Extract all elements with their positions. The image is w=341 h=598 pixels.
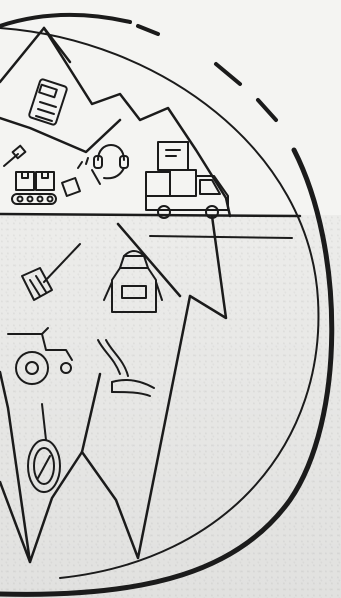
delivery-truck-icon (146, 142, 228, 218)
frying-pan-icon (28, 404, 60, 492)
broom-icon (22, 244, 80, 300)
boxes-on-conveyor-icon (12, 158, 88, 204)
wheelchair-icon (8, 328, 72, 384)
headset-icon (92, 145, 128, 184)
water-line (0, 214, 300, 238)
calculator-icon (29, 79, 68, 126)
helping-hands-icon (98, 340, 154, 396)
hammer-icon (4, 146, 25, 166)
apron-icon (104, 251, 162, 312)
